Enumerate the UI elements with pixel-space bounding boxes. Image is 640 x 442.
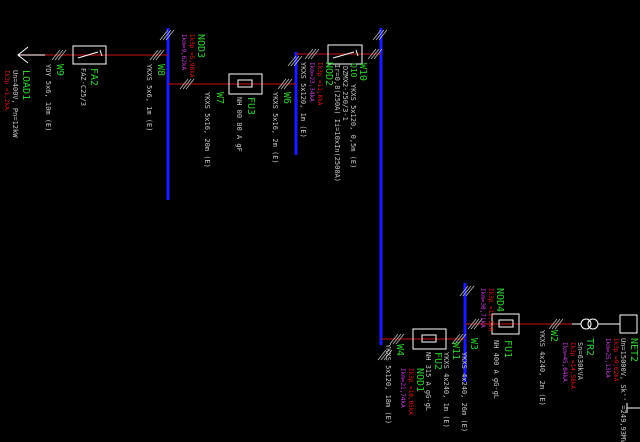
load1-ik: Ik3p =1,2kA bbox=[3, 70, 10, 110]
net2-name: NET2 bbox=[628, 338, 639, 363]
nod1-ik3p: Ik3p =10,05kA bbox=[407, 368, 414, 415]
transformer-icon bbox=[580, 318, 592, 330]
w10-cable: YKXS 5x120, 0,5m (E) bbox=[349, 84, 357, 169]
w10-name: W10 bbox=[357, 63, 368, 82]
net2-grid-box[interactable] bbox=[619, 314, 638, 334]
w7-cable: YKXS 5x16, 20m (E) bbox=[203, 92, 211, 168]
fa2-name: FA2 bbox=[88, 68, 99, 87]
w3-cable: YKXS 4x240, 26m (E) bbox=[460, 352, 468, 433]
nod4-name: NOD4 bbox=[494, 288, 505, 313]
net2-params: Un=15000V, Sk'' =249,93MVA bbox=[619, 338, 627, 442]
fa2-breaker-contact-icon bbox=[77, 49, 103, 59]
w5-cable: YKXS 5x120, 1m (E) bbox=[299, 62, 307, 138]
fu3-name: FU3 bbox=[245, 97, 256, 116]
nod2-ik3p: Ik3p =11,8kA bbox=[316, 62, 323, 106]
fu1-name: FU1 bbox=[502, 340, 513, 359]
tr2-ik3p: Ik3p =14,58kA bbox=[569, 342, 576, 389]
w7-name: W7 bbox=[214, 92, 225, 105]
fu3-fuse-icon bbox=[237, 79, 253, 88]
fu1-fuse-icon bbox=[498, 319, 514, 328]
w6-cable: YKXS 5x16, 2m (E) bbox=[271, 92, 279, 164]
nod3-ikm: Ikm=9,62kA bbox=[180, 34, 187, 71]
load1-params: Un=400V, Pn=12kW bbox=[11, 70, 19, 138]
nod4-ik3p: Ik3p =12,5kA bbox=[487, 288, 494, 332]
q10-breaker-contact-icon bbox=[332, 49, 359, 59]
fu2-fuse-box[interactable] bbox=[412, 328, 447, 350]
fa2-breaker-box[interactable] bbox=[72, 45, 107, 65]
w6-name: W6 bbox=[281, 92, 292, 105]
tr2-sn: Sn=630kVA bbox=[576, 342, 584, 380]
w2-name: W2 bbox=[548, 330, 559, 343]
nod3-ik3p: Ik3p =5,98kA bbox=[188, 34, 195, 78]
fu3-fuse-box[interactable] bbox=[228, 73, 263, 95]
w4-cable: YKXS 5x120, 18m (E) bbox=[384, 344, 392, 425]
transformer-icon bbox=[587, 318, 599, 330]
fu2-type: NH 315 A gG-gL bbox=[424, 352, 432, 412]
w4-name: W4 bbox=[394, 344, 405, 357]
cable-hatch-marks bbox=[51, 29, 564, 361]
fa2-type: FAZ-C25/3 bbox=[79, 68, 87, 106]
q10-type: DZMX2-250/3-1 bbox=[341, 66, 349, 121]
w11-name: W11 bbox=[450, 342, 461, 361]
load-arrow-icon bbox=[17, 46, 45, 64]
w2-cable: YKXS 4x240, 2m (E) bbox=[538, 330, 546, 406]
w3-name: W3 bbox=[468, 338, 479, 351]
load1-name: LOAD1 bbox=[20, 70, 31, 101]
nod3-name: NOD3 bbox=[195, 34, 206, 59]
nod1-name: NOD1 bbox=[414, 368, 425, 393]
w8-name: W8 bbox=[155, 64, 166, 77]
w9-name: W9 bbox=[54, 64, 65, 77]
w9-cable: YDY 5x6, 10m (E) bbox=[44, 64, 52, 132]
fu1-fuse-box[interactable] bbox=[491, 313, 520, 335]
tr2-name: TR2 bbox=[584, 338, 595, 357]
nod4-ikm: Ikm=30,71kA bbox=[479, 288, 486, 328]
nod1-ikm: Ikm=21,74kA bbox=[399, 368, 406, 408]
w11-cable: YKXS 4x240, 1m (E) bbox=[442, 352, 450, 428]
w8-cable: YKXS 5x6, 1m (E) bbox=[145, 64, 153, 132]
q10-breaker-box[interactable] bbox=[327, 44, 363, 65]
q10-name: Q10 bbox=[349, 63, 358, 78]
q10-setting: Ir=0,8(250A) Ii=10xIn(2500A) bbox=[333, 64, 341, 183]
fu1-type: NH 400 A gG-gL bbox=[492, 340, 500, 400]
tr2-ikm: Ikm=45,04kA bbox=[561, 342, 568, 382]
nod2-ikm: Ikm=23,34kA bbox=[308, 62, 315, 102]
net2-ikm: Ikm=25,13kA bbox=[604, 338, 611, 378]
fu2-fuse-icon bbox=[421, 334, 437, 343]
net2-ik3p: Ik3p =9,62kA bbox=[612, 338, 619, 382]
nod2-name: NOD2 bbox=[323, 62, 334, 87]
fu3-type: NH 00 80 A gF bbox=[235, 97, 243, 152]
fu2-name: FU2 bbox=[432, 352, 443, 371]
